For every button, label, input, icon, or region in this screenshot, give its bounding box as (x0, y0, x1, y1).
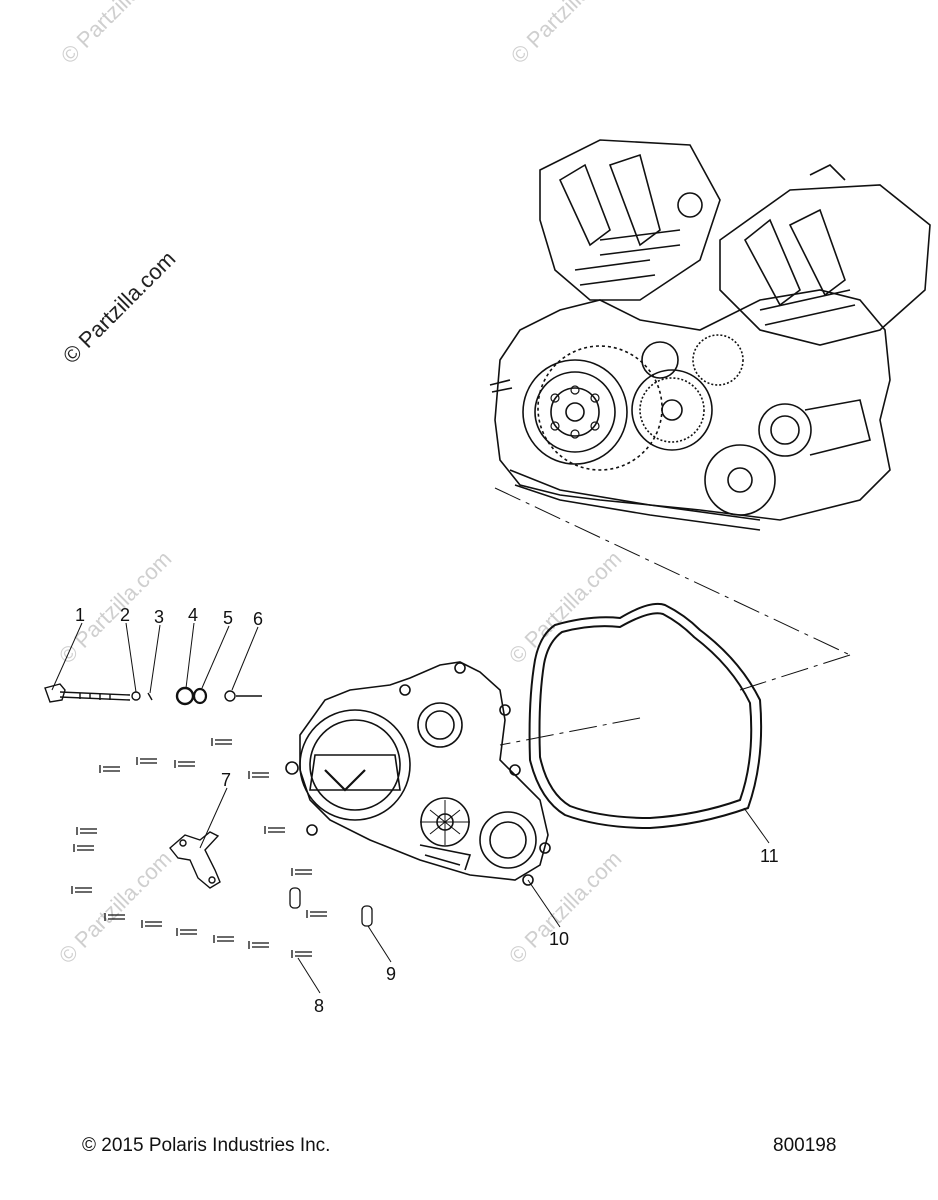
gasket (528, 602, 763, 830)
callout-4: 4 (188, 605, 198, 625)
watermark-text: © Partzilla.com (54, 846, 177, 969)
callout-11: 11 (760, 846, 779, 866)
watermark-text: © Partzilla.com (58, 246, 181, 369)
callout-5: 5 (223, 608, 233, 628)
primary-cover (285, 661, 551, 886)
drawing-number: 800198 (773, 1135, 837, 1156)
callout-7: 7 (221, 770, 231, 790)
watermark-text: © Partzilla.com (506, 0, 629, 69)
callout-6: 6 (253, 609, 263, 629)
bolts (71, 738, 327, 958)
bracket (169, 831, 221, 889)
copyright-text: © 2015 Polaris Industries Inc. (82, 1135, 331, 1156)
callout-10: 10 (549, 929, 569, 949)
watermark-group: © Partzilla.com © Partzilla.com © Partzi… (54, 0, 629, 969)
engine-assembly (489, 139, 931, 531)
watermark-text: © Partzilla.com (504, 546, 627, 669)
callout-2: 2 (120, 605, 130, 625)
callout-9: 9 (386, 964, 396, 984)
watermark-text: © Partzilla.com (56, 0, 179, 69)
alignment-lines (494, 487, 851, 746)
leader-lines (51, 622, 770, 994)
callout-labels: 1 2 3 4 5 6 7 8 9 10 11 (75, 605, 779, 1016)
callout-3: 3 (154, 607, 164, 627)
shift-shaft-group (44, 683, 262, 706)
callout-1: 1 (75, 605, 85, 625)
callout-8: 8 (314, 996, 324, 1016)
dowel-links (289, 887, 373, 927)
